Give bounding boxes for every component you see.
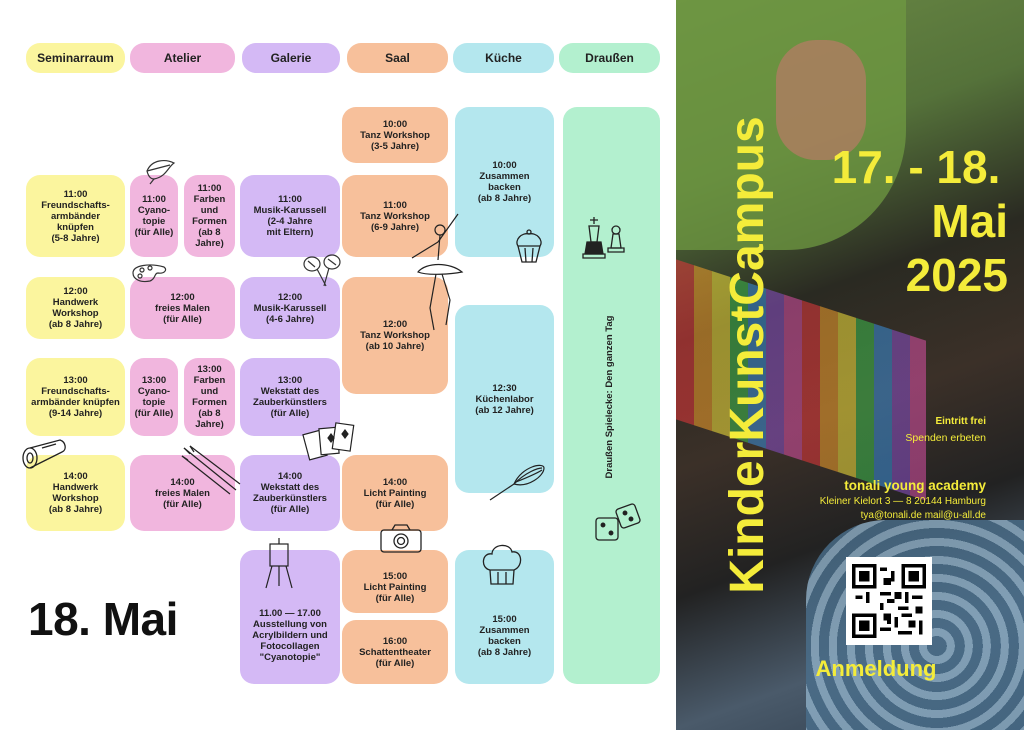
event-atelier-1100-cyanotopie: 11:00 Cyano- topie (für Alle) bbox=[130, 175, 178, 257]
maracas-icon bbox=[300, 252, 346, 290]
paintbrushes-icon bbox=[180, 444, 244, 496]
event-seminarraum-1400: 14:00 Handwerk Workshop (ab 8 Jahre) bbox=[26, 455, 125, 531]
date-line-days: 17. - 18. bbox=[831, 141, 1001, 193]
dice-icon bbox=[592, 500, 644, 550]
palette-icon bbox=[130, 262, 170, 284]
event-seminarraum-1300: 13:00 Freundschafts- armbänder knüpfen (… bbox=[26, 358, 125, 436]
org-emails: tya@tonali.de mail@u-all.de bbox=[860, 510, 986, 521]
photo-hand bbox=[776, 40, 866, 160]
org-address: Kleiner Kielort 3 — 8 20144 Hamburg bbox=[819, 496, 986, 507]
event-galerie-1200: 12:00 Musik-Karussell (4-6 Jahre) bbox=[240, 277, 340, 339]
entry-free: Eintritt frei bbox=[935, 416, 986, 427]
qr-code-pattern bbox=[852, 564, 926, 638]
event-draussen-column: Draußen Spielecke: Den ganzen Tag bbox=[563, 107, 660, 684]
whisk-icon bbox=[486, 458, 548, 504]
easel-icon bbox=[262, 536, 296, 590]
event-seminarraum-1100: 11:00 Freundschafts- armbänder knüpfen (… bbox=[26, 175, 125, 257]
register-label[interactable]: Anmeldung bbox=[815, 656, 937, 681]
event-saal-1200: 12:00 Tanz Workshop (ab 10 Jahre) bbox=[342, 277, 448, 394]
poster-title: KinderKunstCampus bbox=[721, 116, 774, 594]
poster-panel: KinderKunstCampus 17. - 18. Mai 2025 Ein… bbox=[676, 0, 1024, 730]
event-galerie-ausstellung: 11.00 — 17.00 Ausstellung von Acrylbilde… bbox=[240, 550, 340, 684]
event-dates: 17. - 18. Mai 2025 bbox=[816, 140, 1016, 302]
header-draussen: Draußen bbox=[559, 43, 660, 73]
donations-text: Spenden erbeten bbox=[905, 432, 986, 444]
event-kueche-1230: 12:30 Küchenlabor (ab 12 Jahre) bbox=[455, 305, 554, 493]
org-name: tonali young academy bbox=[844, 478, 986, 493]
log-icon bbox=[20, 436, 68, 472]
playing-cards-icon bbox=[302, 418, 362, 468]
date-line-month: Mai bbox=[931, 195, 1008, 247]
leaf-icon bbox=[144, 157, 178, 185]
header-atelier: Atelier bbox=[130, 43, 235, 73]
event-kueche-1000: 10:00 Zusammen backen (ab 8 Jahre) bbox=[455, 107, 554, 257]
event-atelier-1400: 14:00 freies Malen (für Alle) bbox=[130, 455, 235, 531]
event-atelier-1200: 12:00 freies Malen (für Alle) bbox=[130, 277, 235, 339]
qr-code[interactable] bbox=[846, 557, 932, 645]
event-saal-1400: 14:00 Licht Painting (für Alle) bbox=[342, 455, 448, 531]
chess-icon bbox=[580, 212, 630, 267]
date-line-year: 2025 bbox=[905, 249, 1008, 301]
event-galerie-1100: 11:00 Musik-Karussell (2-4 Jahre mit Elt… bbox=[240, 175, 340, 257]
event-atelier-1300-farben: 13:00 Farben und Formen (ab 8 Jahre) bbox=[184, 358, 235, 436]
event-saal-1600: 16:00 Schattentheater (für Alle) bbox=[342, 620, 448, 684]
event-saal-1100: 11:00 Tanz Workshop (6-9 Jahre) bbox=[342, 175, 448, 257]
event-seminarraum-1200: 12:00 Handwerk Workshop (ab 8 Jahre) bbox=[26, 277, 125, 339]
header-kueche: Küche bbox=[453, 43, 554, 73]
chef-hat-icon bbox=[478, 540, 526, 588]
header-galerie: Galerie bbox=[242, 43, 340, 73]
event-saal-1000: 10:00 Tanz Workshop (3-5 Jahre) bbox=[342, 107, 448, 163]
event-galerie-1300: 13:00 Wekstatt des Zauberkünstlers (für … bbox=[240, 358, 340, 436]
cupcake-icon bbox=[512, 228, 546, 266]
event-atelier-1300-cyanotopie: 13:00 Cyano- topie (für Alle) bbox=[130, 358, 178, 436]
day-label: 18. Mai bbox=[28, 593, 178, 645]
header-seminarraum: Seminarraum bbox=[26, 43, 125, 73]
ballerina-icon bbox=[400, 200, 470, 340]
event-galerie-1400: 14:00 Wekstatt des Zauberkünstlers (für … bbox=[240, 455, 340, 531]
camera-icon bbox=[378, 522, 424, 554]
event-kueche-1500: 15:00 Zusammen backen (ab 8 Jahre) bbox=[455, 550, 554, 684]
header-saal: Saal bbox=[347, 43, 448, 73]
event-atelier-1100-farben: 11:00 Farben und Formen (ab 8 Jahre) bbox=[184, 175, 235, 257]
event-saal-1500: 15:00 Licht Painting (für Alle) bbox=[342, 550, 448, 613]
